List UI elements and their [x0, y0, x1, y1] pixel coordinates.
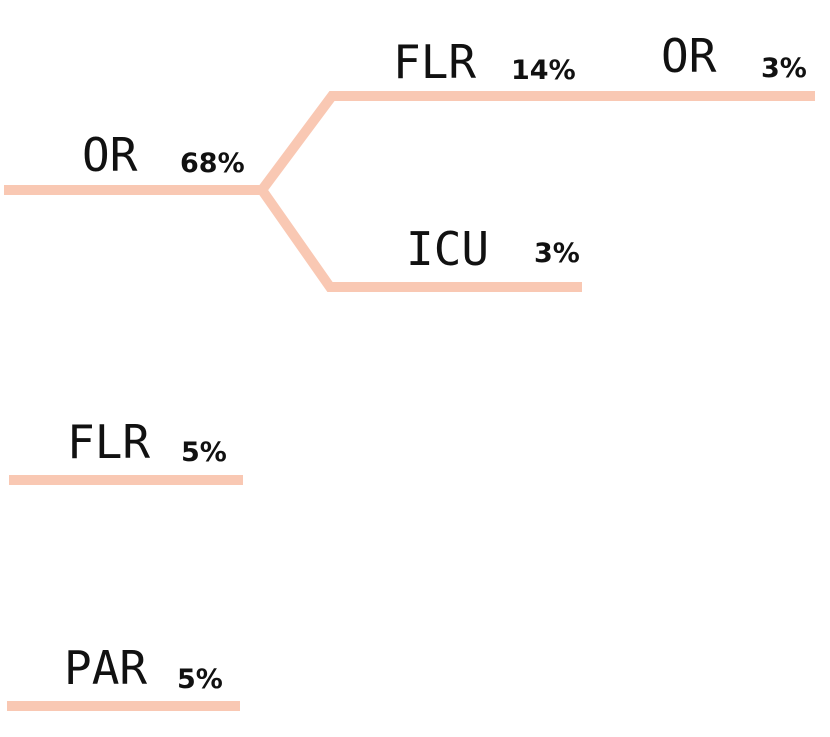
path-or-to-flr: [257, 91, 815, 193]
node-percent: 68%: [180, 148, 245, 179]
node-percent: 14%: [511, 55, 576, 86]
node-name: PAR: [64, 641, 147, 695]
node-flr-standalone: FLR 5%: [67, 415, 227, 469]
node-percent: 5%: [177, 664, 223, 695]
node-name: FLR: [393, 35, 476, 89]
node-or-leaf: OR 3%: [661, 29, 807, 84]
path-or-to-icu: [257, 187, 582, 292]
node-flr-branch: FLR 14%: [393, 35, 576, 89]
node-name: OR: [661, 29, 717, 83]
node-name: OR: [82, 128, 138, 182]
node-par-standalone: PAR 5%: [64, 641, 223, 695]
node-percent: 3%: [761, 53, 807, 84]
node-or-root: OR 68%: [82, 128, 245, 182]
node-percent: 5%: [181, 437, 227, 468]
node-icu-branch: ICU 3%: [406, 222, 580, 276]
node-percent: 3%: [534, 238, 580, 269]
node-name: FLR: [67, 415, 150, 469]
branch-lines: [4, 91, 815, 711]
node-name: ICU: [406, 222, 489, 276]
